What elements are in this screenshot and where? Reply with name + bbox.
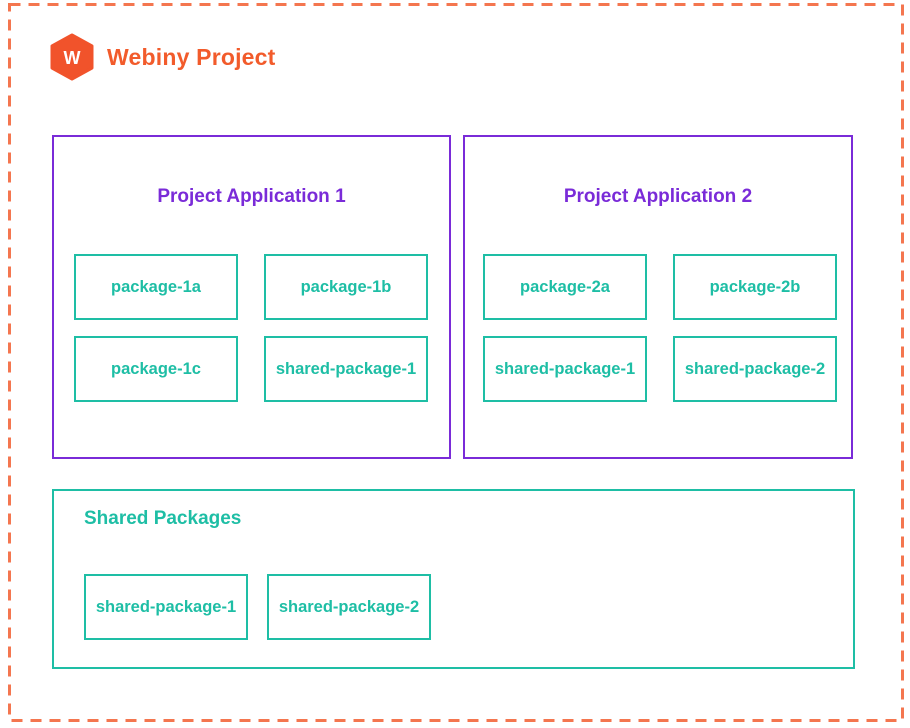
shared-packages-list: shared-package-1 shared-package-2 [84, 574, 431, 640]
application-box-2: Project Application 2 package-2a package… [463, 135, 853, 459]
webiny-logo-icon: W [50, 33, 94, 81]
application-box-1: Project Application 1 package-1a package… [52, 135, 451, 459]
package-box: shared-package-2 [673, 336, 837, 402]
application-1-packages: package-1a package-1b package-1c shared-… [74, 254, 428, 402]
package-label: shared-package-1 [494, 359, 636, 378]
shared-packages-title: Shared Packages [84, 508, 242, 529]
webiny-logo-letter: W [64, 48, 81, 68]
package-label: shared-package-2 [278, 597, 420, 616]
package-label: package-1a [111, 277, 201, 296]
package-box: package-2b [673, 254, 837, 320]
package-box: package-1a [74, 254, 238, 320]
package-label: shared-package-1 [275, 359, 417, 378]
application-2-title: Project Application 2 [563, 186, 753, 207]
package-box: package-1b [264, 254, 428, 320]
package-box: package-1c [74, 336, 238, 402]
package-label: shared-package-2 [684, 359, 826, 378]
application-2-packages: package-2a package-2b shared-package-1 s… [483, 254, 837, 402]
package-label: package-2b [709, 277, 801, 296]
shared-packages-box: Shared Packages shared-package-1 shared-… [52, 489, 855, 669]
application-1-title: Project Application 1 [157, 186, 346, 207]
package-label: package-1c [111, 359, 201, 378]
package-box: package-2a [483, 254, 647, 320]
package-box: shared-package-1 [84, 574, 248, 640]
project-title: Webiny Project [107, 43, 276, 70]
package-box: shared-package-2 [267, 574, 431, 640]
package-box: shared-package-1 [483, 336, 647, 402]
package-box: shared-package-1 [264, 336, 428, 402]
package-label: package-1b [300, 277, 392, 296]
package-label: shared-package-1 [95, 597, 237, 616]
project-header: W Webiny Project [50, 33, 276, 81]
package-label: package-2a [520, 277, 610, 296]
